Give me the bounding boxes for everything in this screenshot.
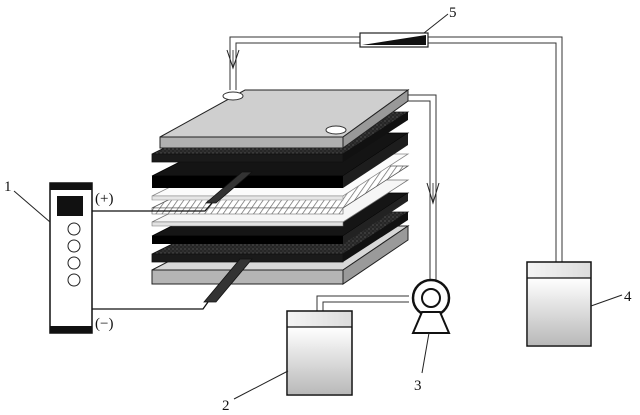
power-supply-label: 1 — [4, 179, 12, 195]
pump — [411, 278, 451, 334]
collection-tank — [286, 310, 353, 396]
cell-stack — [151, 89, 410, 303]
outlet-port — [325, 125, 347, 135]
knob-3 — [67, 256, 81, 270]
flowmeter — [359, 32, 429, 48]
electrical-leads — [92, 202, 213, 310]
negative-collector-tab — [203, 258, 253, 303]
collection-tank-label: 2 — [222, 398, 230, 414]
flowmeter-label: 5 — [449, 5, 457, 21]
flow-arrows — [226, 49, 440, 205]
knob-2 — [67, 239, 81, 253]
knob-4 — [67, 273, 81, 287]
inlet-port — [222, 91, 244, 101]
pump-label: 3 — [414, 378, 422, 394]
power-supply — [49, 182, 93, 334]
negative-terminal-label: (−) — [95, 316, 113, 332]
positive-terminal-label: (+) — [95, 191, 113, 207]
knob-1 — [67, 222, 81, 236]
positive-collector-tab — [204, 171, 254, 204]
feed-tank-label: 4 — [624, 289, 632, 305]
display-screen — [57, 196, 83, 216]
feed-tank — [526, 261, 592, 347]
